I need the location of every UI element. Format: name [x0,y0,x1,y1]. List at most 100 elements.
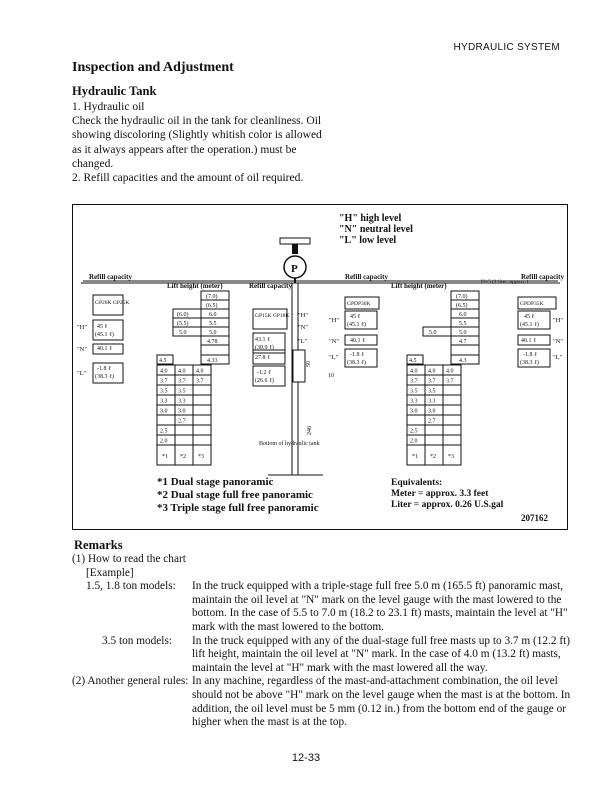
remark-a-label: 1.5, 1.8 ton models: [86,580,176,593]
figure-diagram: "H" high level "N" neutral level "L" low… [77,213,564,523]
left-lift-chart: (7.0) (6.5) 6.0 5.5 5.0 4.78 (6.0) (5.5)… [156,290,230,365]
right-val-4: -1.8 ℓ [350,352,364,358]
far-right-val-3: 40.1 ℓ [521,338,536,344]
left-extra-0: 4.5 [159,358,167,364]
right-c1-0: 5.0 [429,330,437,336]
mid-val-2: (30.9 ℓ) [255,344,274,351]
right-val-3: 40.1 ℓ [350,338,365,344]
legend-1: *1 Dual stage panoramic [157,476,274,488]
left-c1-1: (5.5) [177,320,189,327]
grid-value: 2.0 [410,439,418,445]
remark-b: 3.5 ton models: In the truck equipped wi… [72,635,572,676]
figure-number: 207162 [521,513,549,523]
section-subtitle: Hydraulic Tank [72,84,157,98]
right-mark-n: "N" [329,338,339,345]
far-right-refill-label: Refill capacity [521,273,564,281]
grid-value: 2.7 [428,419,436,425]
dim-246: 246 [307,426,313,435]
right-extra-1: 4.3 [459,358,467,364]
grid-cell [192,384,212,396]
grid-cell [192,424,212,436]
mid-val-5: (26.6 ℓ) [255,377,274,384]
grid-value: 3.3 [160,399,168,405]
remarks-body: (1) How to read the chart [Example] 1.5,… [72,553,572,730]
legend-3: *3 Triple stage full free panoramic [157,502,319,514]
far-right-val-5: (38.3 ℓ) [520,359,539,366]
left-refill-label: Refill capacity [89,273,132,281]
level-h-label: "H" high level [339,213,401,224]
grid-value: 4.0 [178,369,186,375]
grid-cell [442,414,462,426]
left-mark-l: "L" [77,370,87,377]
right-col-marks: *1 *2 *3 [406,444,462,466]
grid-value: 3.7 [196,379,204,385]
right-lift-height-label: Lift height (meter) [391,282,447,290]
dim-10: 10 [328,373,334,379]
hint-label: H=5 (1 liter, approx.) [481,278,528,285]
grid-cell [442,434,462,446]
right-refill-label: Refill capacity [345,273,388,281]
grid-value: 3.7 [160,379,168,385]
grid-value: 4.0 [428,369,436,375]
right-val-5: (38.3 ℓ) [347,359,366,366]
grid-cell [442,424,462,436]
grid-value: 3.7 [410,379,418,385]
left-col-marks: *1 *2 *3 [156,444,212,466]
grid-value: 2.7 [178,419,186,425]
remark-1: (1) How to read the chart [72,553,186,565]
grid-value: 3.7 [446,379,454,385]
right-c1-2: 4.7 [459,339,467,345]
grid-cell [406,414,426,426]
grid-cell [192,394,212,406]
left-c3-1: (6.5) [206,302,218,309]
refill-capacity-figure: "H" high level "N" neutral level "L" low… [72,204,568,530]
grid-value: 3.3 [410,399,418,405]
remark-a-text: In the truck equipped with a triple-stag… [192,580,568,633]
right-mark-h: "H" [329,317,339,324]
remark-b-label: 3.5 ton models: [102,634,172,647]
far-right-models: GPDP35K [520,301,544,307]
level-l-label: "L" low level [339,235,396,246]
grid-cell [174,434,194,446]
grid-value: 3.5 [160,389,168,395]
grid-cell [442,404,462,416]
left-c1-2: 5.0 [179,330,187,336]
section-header: HYDRAULIC SYSTEM [453,42,560,53]
equiv-title: Equivalents: [391,478,442,488]
left-extra-1: 4.33 [207,358,218,364]
grid-value: 3.3 [178,399,186,405]
left-val-1: 45 ℓ [97,324,108,330]
right-c3-2: 6.0 [459,312,467,318]
item1-heading: 1. Hydraulic oil [72,101,145,113]
left-c3-2: 6.0 [209,312,217,318]
legend-2: *2 Dual stage full free panoramic [157,489,313,501]
far-right-val-2: (45.1 ℓ) [520,321,539,328]
right-val-2: (45.1 ℓ) [347,321,366,328]
left-lift-height-label: Lift height (meter) [167,282,223,290]
tank-outline [81,280,560,476]
grid-value: 3.0 [410,409,418,415]
grid-value: 3.5 [178,389,186,395]
grid-value: 3.7 [178,379,186,385]
grid-cell [424,434,444,446]
far-right-mark-h: "H" [553,317,563,324]
equiv-meter: Meter = approx. 3.3 feet [391,489,489,499]
remark-2-text: In any machine, regardless of the mast-a… [192,675,571,729]
grid-value: 3.0 [428,409,436,415]
item1-text: Check the hydraulic oil in the tank for … [72,115,322,170]
remark-b-text: In the truck equipped with any of the du… [192,634,571,674]
grid-value: 3.7 [428,379,436,385]
mid-mark-h: "H" [298,312,308,319]
grid-value: 3.5 [410,389,418,395]
grid-value: 4.0 [410,369,418,375]
left-c3-0: (7.0) [206,293,218,300]
right-extra-0: 4.5 [409,358,417,364]
right-mark-1: *1 [412,454,418,460]
right-c3-1: (6.5) [456,302,468,309]
left-mark-2: *2 [180,454,186,460]
left-val-3: 40.1 ℓ [97,346,112,352]
far-right-mark-n: "N" [553,338,563,345]
equiv-liter: Liter = approx. 0.26 U.S.gal [391,500,504,510]
